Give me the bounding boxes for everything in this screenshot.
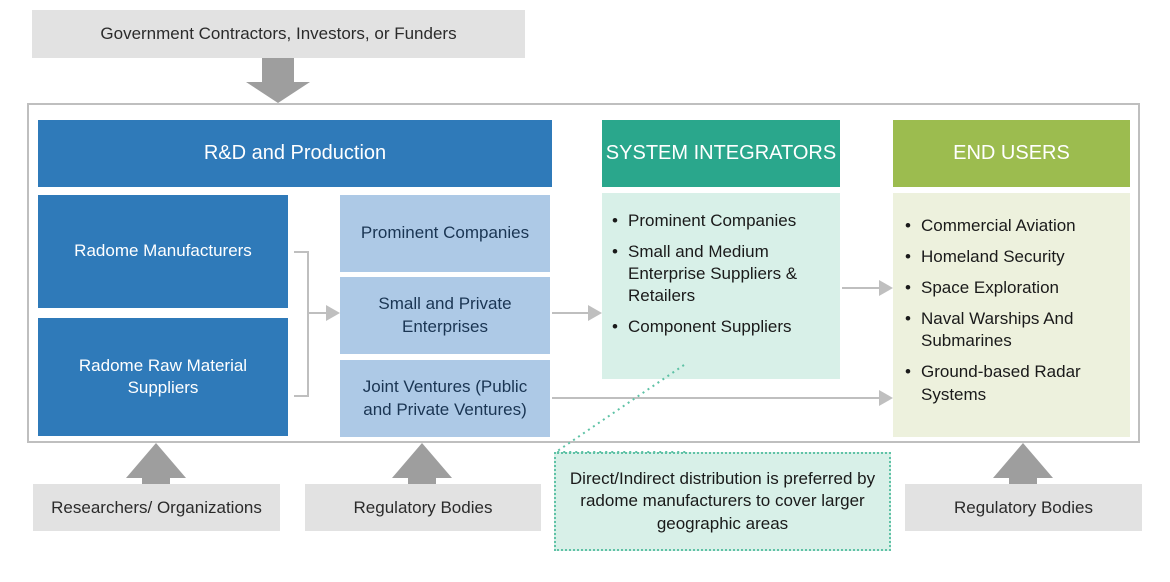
bottom-stakeholder-box-regulatory-left: Regulatory Bodies bbox=[305, 484, 541, 531]
channel-label: Joint Ventures (Public and Private Ventu… bbox=[362, 377, 528, 419]
list-item: Component Suppliers bbox=[610, 316, 828, 338]
end-users-body: Commercial Aviation Homeland Security Sp… bbox=[893, 193, 1130, 437]
list-item: Ground-based Radar Systems bbox=[903, 361, 1120, 405]
distribution-callout-text: Direct/Indirect distribution is preferre… bbox=[569, 469, 876, 533]
producer-box-raw-material-suppliers: Radome Raw Material Suppliers bbox=[38, 318, 288, 436]
bottom-stakeholder-box-researchers: Researchers/ Organizations bbox=[33, 484, 280, 531]
end-users-list: Commercial Aviation Homeland Security Sp… bbox=[903, 215, 1120, 406]
up-arrow-icon-regulatory-left bbox=[392, 443, 452, 484]
system-integrators-body: Prominent Companies Small and Medium Ent… bbox=[602, 193, 840, 379]
producer-label: Radome Raw Material Suppliers bbox=[78, 355, 248, 397]
bottom-stakeholder-label: Regulatory Bodies bbox=[353, 497, 493, 517]
top-stakeholder-label: Government Contractors, Investors, or Fu… bbox=[100, 24, 457, 44]
list-item: Commercial Aviation bbox=[903, 215, 1120, 237]
list-item: Prominent Companies bbox=[610, 210, 828, 232]
list-item: Naval Warships And Submarines bbox=[903, 308, 1120, 352]
rnd-header-label: R&D and Production bbox=[203, 142, 387, 164]
system-integrators-header: SYSTEM INTEGRATORS bbox=[602, 120, 840, 187]
rnd-header: R&D and Production bbox=[38, 120, 552, 187]
list-item: Space Exploration bbox=[903, 277, 1120, 299]
channel-box-joint-ventures: Joint Ventures (Public and Private Ventu… bbox=[340, 360, 550, 437]
channel-label: Small and Private Enterprises bbox=[378, 294, 512, 336]
bottom-stakeholder-box-regulatory-right: Regulatory Bodies bbox=[905, 484, 1142, 531]
channel-box-prominent-companies: Prominent Companies bbox=[340, 195, 550, 272]
top-stakeholder-box: Government Contractors, Investors, or Fu… bbox=[32, 10, 525, 58]
down-arrow-icon-funders bbox=[246, 58, 310, 103]
channel-label: Prominent Companies bbox=[360, 223, 530, 243]
up-arrow-icon-researchers bbox=[126, 443, 186, 484]
distribution-callout: Direct/Indirect distribution is preferre… bbox=[554, 452, 891, 551]
producer-box-radome-manufacturers: Radome Manufacturers bbox=[38, 195, 288, 308]
system-integrators-list: Prominent Companies Small and Medium Ent… bbox=[610, 210, 828, 339]
list-item: Small and Medium Enterprise Suppliers & … bbox=[610, 241, 828, 307]
end-users-header: END USERS bbox=[893, 120, 1130, 187]
system-integrators-header-label: SYSTEM INTEGRATORS bbox=[605, 142, 837, 164]
list-item: Homeland Security bbox=[903, 246, 1120, 268]
bottom-stakeholder-label: Researchers/ Organizations bbox=[51, 497, 262, 517]
bottom-stakeholder-label: Regulatory Bodies bbox=[954, 497, 1093, 517]
producer-label: Radome Manufacturers bbox=[74, 241, 252, 261]
up-arrow-icon-regulatory-right bbox=[993, 443, 1053, 484]
end-users-header-label: END USERS bbox=[953, 142, 1070, 164]
channel-box-small-and-private-enterprises: Small and Private Enterprises bbox=[340, 277, 550, 354]
